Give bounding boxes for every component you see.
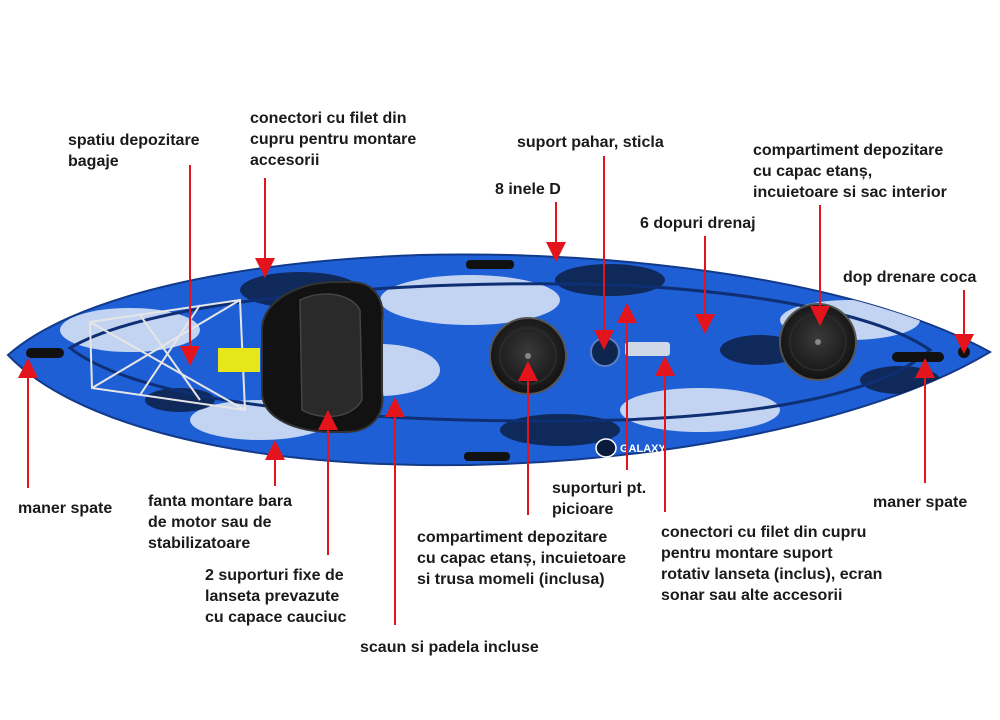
cup-holder-well [590,337,620,367]
label-cup-holder: suport pahar, sticla [517,134,664,151]
side-handle-bottom [464,452,510,461]
seat [261,281,384,433]
brand-logo-text: GALAXY [620,443,667,455]
label-handle-right: maner spate [873,494,968,511]
bow-hatch [779,303,857,381]
label-handle-left: maner spate [18,500,113,517]
label-seat-paddle: scaun si padela incluse [360,639,539,656]
callout-arrows [18,156,974,625]
brand-logo: GALAXY [595,438,667,458]
label-drain-plugs: 6 dopuri drenaj [640,215,756,232]
label-sealed-compartment-center: compartiment depozitare cu capac etanș, … [417,529,626,588]
label-d-rings: 8 inele D [495,181,561,198]
label-copper-connectors-front: conectori cu filet din cupru pentru mont… [250,110,417,169]
bow-handle [892,352,944,362]
label-motor-bar-slot: fanta montare bara de motor sau de stabi… [148,493,293,552]
label-sealed-compartment-bow: compartiment depozitare cu capac etanș, … [753,142,947,201]
label-hull-drain-plug: dop drenare coca [843,269,977,286]
label-rod-holders: 2 suporturi fixe de lanseta prevazute cu… [205,567,347,626]
foot-rest-track [625,342,670,356]
side-handle-top [466,260,514,269]
rear-handle [26,348,64,358]
yellow-tag [218,348,260,372]
label-foot-rests: suporturi pt. picioare [552,480,647,518]
center-hatch [489,317,567,395]
hull-drain-plug-mark [958,346,970,358]
label-copper-connectors-rear: conectori cu filet din cupru pentru mont… [661,524,883,604]
label-storage-space: spatiu depozitare bagaje [68,132,200,170]
